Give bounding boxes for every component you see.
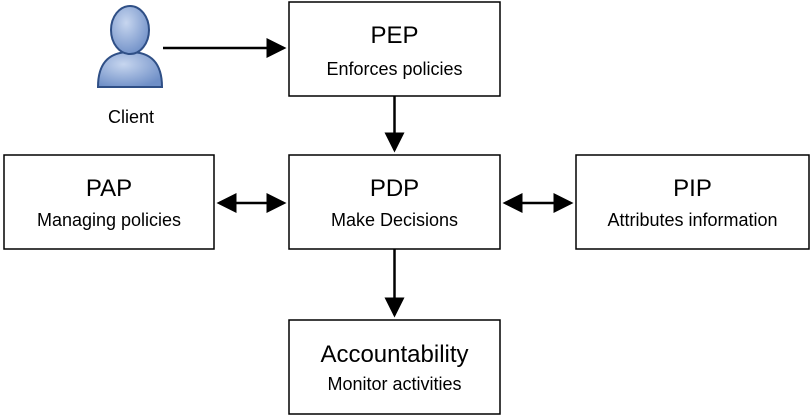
pap-box-frame	[3, 154, 215, 250]
pip-box-frame	[575, 154, 810, 250]
pap-subtitle: Managing policies	[37, 210, 181, 230]
pip-subtitle: Attributes information	[607, 210, 777, 230]
client-user-icon	[96, 5, 164, 88]
pip-title: PIP	[673, 175, 712, 202]
pip-box: PIP Attributes information	[575, 154, 810, 250]
accountability-subtitle: Monitor activities	[327, 374, 461, 394]
pep-box-frame	[288, 1, 501, 97]
pep-title: PEP	[370, 22, 418, 49]
accountability-box-frame	[288, 319, 501, 415]
pdp-subtitle: Make Decisions	[331, 210, 458, 230]
pap-box: PAP Managing policies	[3, 154, 215, 250]
pep-box: PEP Enforces policies	[288, 1, 501, 97]
pdp-title: PDP	[370, 175, 419, 202]
pep-subtitle: Enforces policies	[326, 59, 462, 79]
client-body-shape	[96, 50, 164, 88]
pap-title: PAP	[86, 175, 132, 202]
pdp-box-frame	[288, 154, 501, 250]
client-label: Client	[108, 107, 154, 127]
accountability-title: Accountability	[320, 341, 468, 368]
client-head-shape	[110, 5, 150, 55]
accountability-box: Accountability Monitor activities	[288, 319, 501, 415]
pdp-box: PDP Make Decisions	[288, 154, 501, 250]
